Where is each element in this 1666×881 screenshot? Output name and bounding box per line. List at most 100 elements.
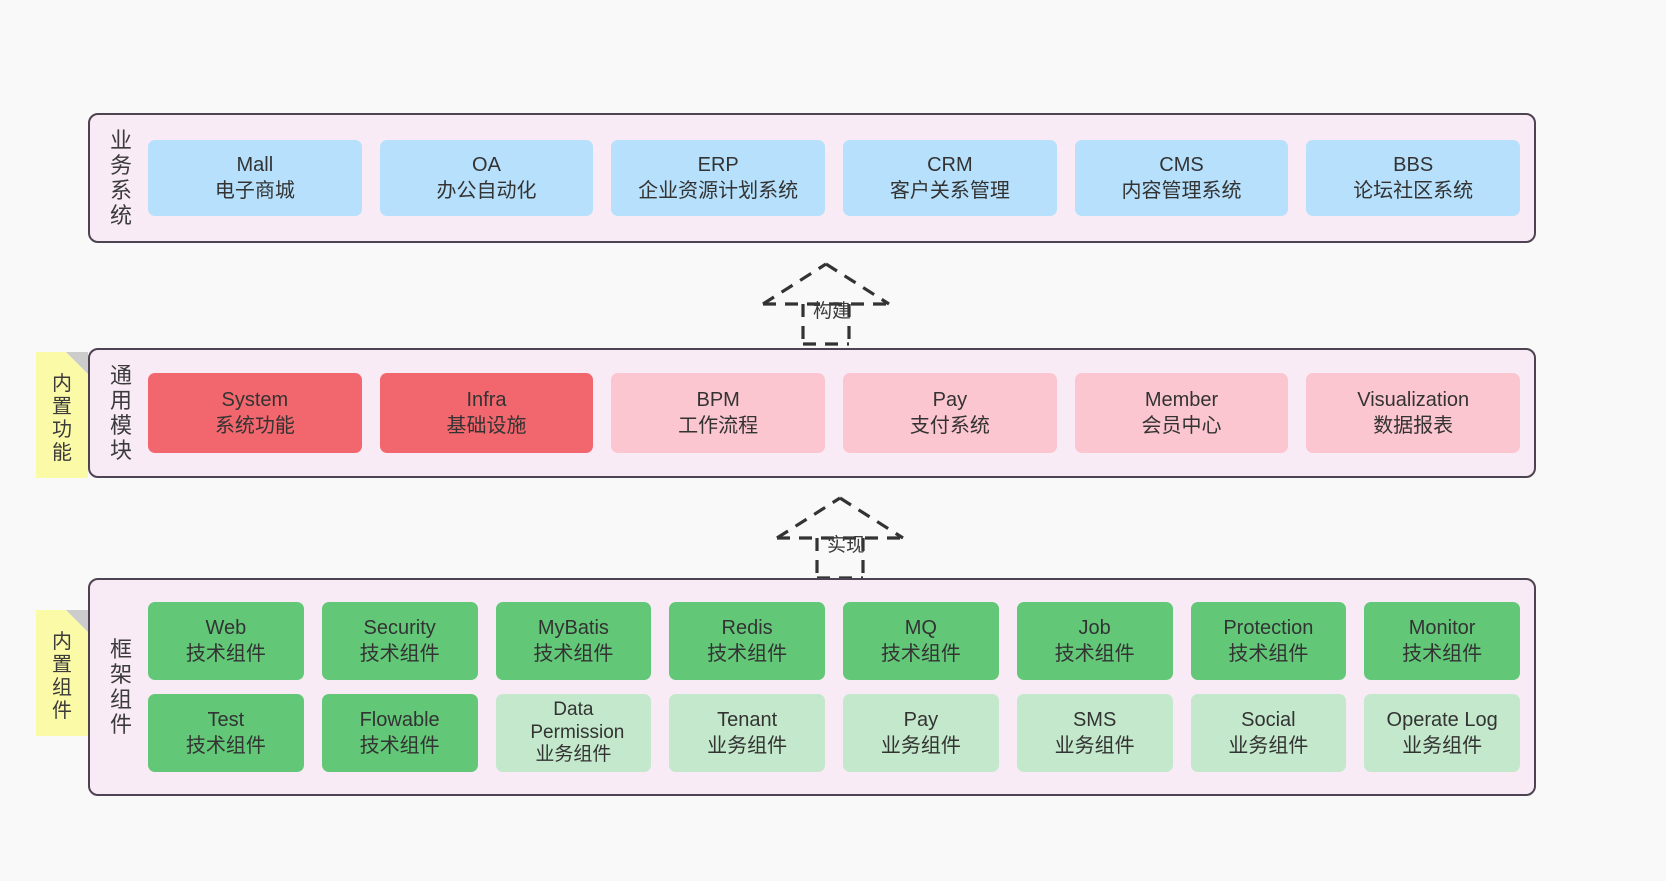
box-monitor[interactable]: Monitor 技术组件 [1364,602,1520,680]
box-subtitle: 工作流程 [678,415,759,437]
layer-title-common-modules: 通 用 模 块 [98,363,144,463]
layer-title-business-systems: 业 务 系 统 [98,128,144,228]
box-oa[interactable]: OA 办公自动化 [379,140,594,216]
box-subtitle: 技术组件 [1228,643,1309,665]
note-fold-corner-icon [66,352,88,374]
implement-arrow: 实现 [769,492,929,582]
box-title: CMS [1159,153,1204,176]
box-pay-component[interactable]: Pay 业务组件 [843,694,999,772]
box-protection[interactable]: Protection 技术组件 [1190,602,1347,680]
layer-title-char: 件 [109,712,132,738]
layer-body-business-systems: Mall 电子商城 OA 办公自动化 ERP 企业资源计划系统 CRM 客户关系… [144,115,1534,241]
layer-title-char: 组 [109,687,132,712]
box-member[interactable]: Member 会员中心 [1074,373,1289,453]
box-bbs[interactable]: BBS 论坛社区系统 [1306,140,1521,216]
implement-arrow-label: 实现 [827,535,866,556]
box-subtitle: 业务组件 [1402,735,1483,757]
note-char: 内 [52,630,72,653]
box-title: Security [363,616,436,639]
layer-title-char: 务 [109,152,132,178]
box-title: Pay [903,708,939,731]
box-sms[interactable]: SMS 业务组件 [1016,694,1173,772]
note-char: 置 [52,395,72,418]
box-title: BPM [696,388,740,411]
box-title: MQ [904,616,937,639]
box-subtitle: 业务组件 [707,735,788,757]
box-bpm[interactable]: BPM 工作流程 [611,373,826,453]
box-subtitle: 基础设施 [446,415,527,437]
builtin-features-note: 内 置 功 能 [36,352,88,478]
box-tenant[interactable]: Tenant 业务组件 [669,694,825,772]
box-subtitle: 技术组件 [1054,643,1135,665]
box-job[interactable]: Job 技术组件 [1016,602,1173,680]
box-title: Monitor [1408,616,1476,639]
box-mq[interactable]: MQ 技术组件 [843,602,999,680]
box-redis[interactable]: Redis 技术组件 [669,602,825,680]
box-visualization[interactable]: Visualization 数据报表 [1306,373,1521,453]
box-social[interactable]: Social 业务组件 [1190,694,1347,772]
build-arrow: 构建 [755,258,915,348]
box-title: Mall [236,153,274,176]
box-system[interactable]: System 系统功能 [148,373,362,453]
box-flowable[interactable]: Flowable 技术组件 [321,694,478,772]
layer-title-char: 系 [109,178,132,203]
build-arrow-label: 构建 [813,301,852,322]
box-subtitle: 技术组件 [185,643,266,665]
box-subtitle: 办公自动化 [436,180,537,202]
row-business-systems: Mall 电子商城 OA 办公自动化 ERP 企业资源计划系统 CRM 客户关系… [148,140,1521,216]
box-test[interactable]: Test 技术组件 [148,694,304,772]
box-subtitle: 企业资源计划系统 [638,180,799,202]
box-crm[interactable]: CRM 客户关系管理 [843,140,1057,216]
box-security[interactable]: Security 技术组件 [321,602,478,680]
box-subtitle: 系统功能 [214,415,295,437]
note-char: 内 [52,372,72,395]
box-operate-log[interactable]: Operate Log 业务组件 [1364,694,1520,772]
box-web[interactable]: Web 技术组件 [148,602,304,680]
layer-title-char: 通 [109,362,132,388]
row-tech-components: Web 技术组件 Security 技术组件 MyBatis 技术组件 Redi… [148,602,1520,680]
note-char: 功 [52,419,72,441]
box-subtitle: 业务组件 [535,744,612,766]
box-title: SMS [1072,708,1117,731]
layer-body-framework-components: Web 技术组件 Security 技术组件 MyBatis 技术组件 Redi… [144,580,1534,794]
box-subtitle: 技术组件 [359,643,440,665]
layer-title-char: 统 [109,203,132,229]
box-mybatis[interactable]: MyBatis 技术组件 [495,602,652,680]
box-title: System [221,388,289,411]
box-title: OA [472,153,501,176]
layer-body-common-modules: System 系统功能 Infra 基础设施 BPM 工作流程 Pay 支付系统… [144,350,1534,476]
box-title: Flowable [359,708,440,731]
box-title: Infra [466,388,507,411]
box-subtitle: 业务组件 [1054,735,1135,757]
layer-title-framework-components: 框 架 组 件 [98,637,144,737]
box-subtitle: 技术组件 [880,643,961,665]
box-subtitle: 技术组件 [533,643,614,665]
box-cms[interactable]: CMS 内容管理系统 [1074,140,1289,216]
box-subtitle: 数据报表 [1373,415,1454,437]
note-char: 能 [52,442,72,465]
box-title: Redis [721,616,773,639]
box-subtitle: 支付系统 [909,415,990,437]
layer-title-char: 框 [109,636,132,662]
box-erp[interactable]: ERP 企业资源计划系统 [611,140,826,216]
box-subtitle: 技术组件 [707,643,788,665]
box-subtitle: 业务组件 [880,735,961,757]
builtin-components-note: 内 置 组 件 [36,610,88,736]
box-title: Test [207,708,245,731]
layer-title-char: 块 [109,438,132,464]
box-subtitle: 电子商城 [214,180,295,202]
box-infra[interactable]: Infra 基础设施 [379,373,594,453]
box-mall[interactable]: Mall 电子商城 [148,140,362,216]
box-title: Tenant [717,708,778,731]
box-subtitle: 技术组件 [185,735,266,757]
box-subtitle: 客户关系管理 [889,180,1010,202]
row-business-components: Test 技术组件 Flowable 技术组件 Data Permission … [148,694,1520,772]
box-title: ERP [697,153,739,176]
layer-framework-components: 框 架 组 件 Web 技术组件 Security 技术组件 MyBatis 技… [88,578,1536,796]
box-pay-module[interactable]: Pay 支付系统 [843,373,1057,453]
row-common-modules: System 系统功能 Infra 基础设施 BPM 工作流程 Pay 支付系统… [148,373,1521,453]
box-subtitle: 技术组件 [1402,643,1483,665]
box-title: Web [205,616,247,639]
layer-title-char: 业 [109,127,132,153]
box-data-permission[interactable]: Data Permission 业务组件 [495,694,652,772]
